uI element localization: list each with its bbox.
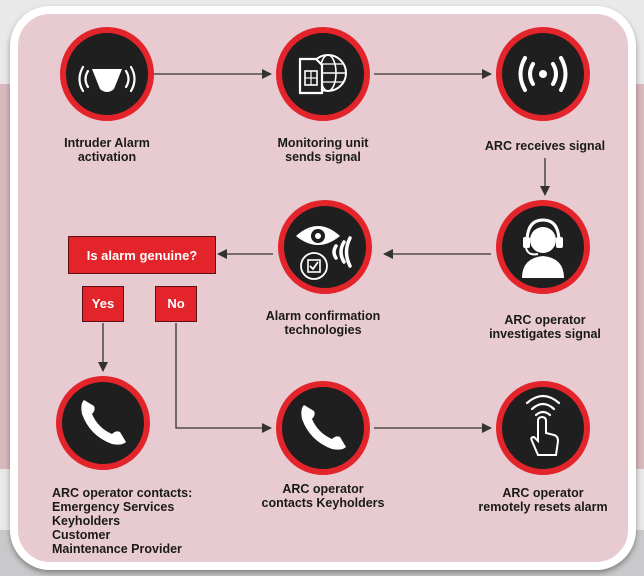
headset-operator-icon (522, 218, 564, 278)
label-line: ARC operator (504, 313, 586, 327)
label-line: technologies (284, 323, 362, 337)
label-line: contacts Keyholders (261, 496, 385, 510)
label-line: Keyholders (52, 514, 121, 528)
sim-globe-icon (298, 54, 347, 95)
label-alarm-confirmation: Alarm confirmation technologies (261, 309, 385, 337)
siren-icon (78, 65, 136, 93)
signal-waves-icon (518, 56, 568, 92)
label-line: ARC operator (282, 482, 364, 496)
label-arc-resets: ARC operator remotely resets alarm (470, 486, 616, 514)
node-arc-resets (496, 381, 590, 475)
label-line: ARC operator (502, 486, 584, 500)
label-arc-investigates: ARC operator investigates signal (479, 313, 611, 341)
phone-icon (301, 405, 346, 450)
label-line: Alarm confirmation (265, 309, 381, 323)
label-line: Emergency Services (52, 500, 175, 514)
node-arc-contacts-keyholders (276, 381, 370, 475)
node-arc-contacts-all (56, 376, 150, 470)
node-monitoring-unit (276, 27, 370, 121)
label-line: Customer (52, 528, 111, 542)
decision-question: Is alarm genuine? (68, 236, 216, 274)
label-line: Maintenance Provider (52, 542, 182, 556)
node-intruder-alarm (60, 27, 154, 121)
label-intruder-alarm: Intruder Alarm activation (55, 136, 159, 164)
label-line: Intruder Alarm (64, 136, 150, 150)
label-monitoring-unit: Monitoring unit sends signal (271, 136, 375, 164)
label-line: ARC operator contacts: (52, 486, 193, 500)
node-alarm-confirmation (278, 200, 372, 294)
label-line: sends signal (285, 150, 361, 164)
label-line: investigates signal (489, 327, 601, 341)
eye-check-icon (296, 226, 352, 280)
decision-no: No (155, 286, 197, 322)
label-arc-contacts-all: ARC operator contacts: Emergency Service… (52, 486, 202, 556)
label-line: Monitoring unit (277, 136, 369, 150)
arrow-no-to-keyholders (175, 323, 272, 433)
label-arc-contacts-keyholders: ARC operator contacts Keyholders (258, 482, 388, 510)
label-line: ARC receives signal (484, 139, 606, 153)
phone-icon (81, 400, 126, 445)
decision-yes: Yes (82, 286, 124, 322)
label-line: activation (77, 150, 137, 164)
label-arc-receives: ARC receives signal (475, 139, 615, 153)
node-arc-receives (496, 27, 590, 121)
label-line: remotely resets alarm (478, 500, 608, 514)
node-arc-investigates (496, 200, 590, 294)
touch-reset-icon (525, 394, 561, 456)
